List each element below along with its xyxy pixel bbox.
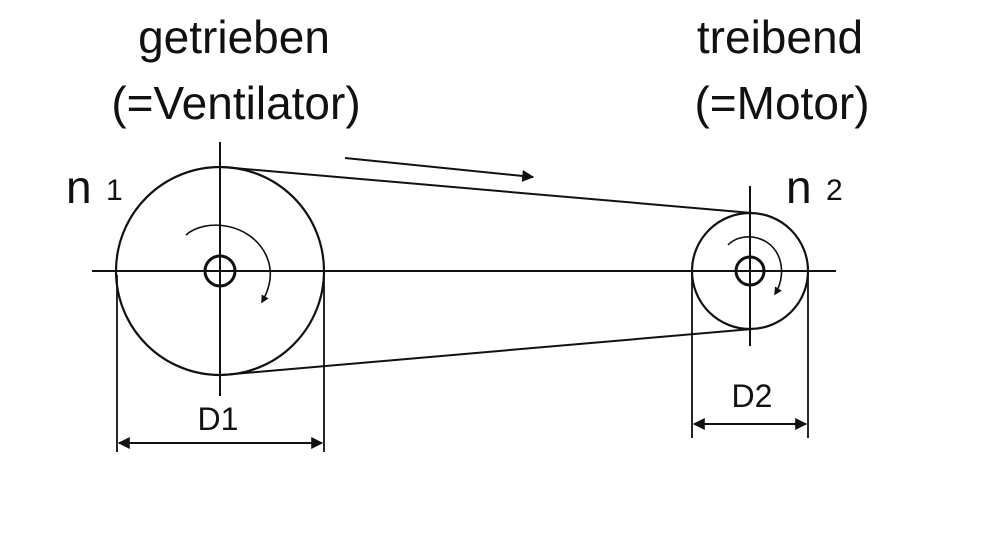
driving-diameter-label: D2 (731, 378, 773, 414)
driven-speed-index: 1 (106, 174, 123, 207)
belt-direction-arrow (344, 157, 535, 182)
belt-upper-span (221, 166, 753, 214)
driving-title: treibend (696, 11, 864, 63)
driven-speed-symbol: n (66, 161, 92, 213)
driving-speed-symbol: n (786, 161, 812, 213)
driving-rotation-arrow (727, 236, 783, 296)
driven-diameter-label: D1 (197, 401, 239, 437)
driving-subtitle: (=Motor) (694, 77, 870, 129)
driven-subtitle: (=Ventilator) (111, 77, 361, 129)
driven-title: getrieben (138, 11, 330, 63)
driven-rotation-arrow (185, 224, 272, 304)
belt-lower-span (221, 328, 753, 376)
driving-speed-index: 2 (826, 174, 843, 207)
